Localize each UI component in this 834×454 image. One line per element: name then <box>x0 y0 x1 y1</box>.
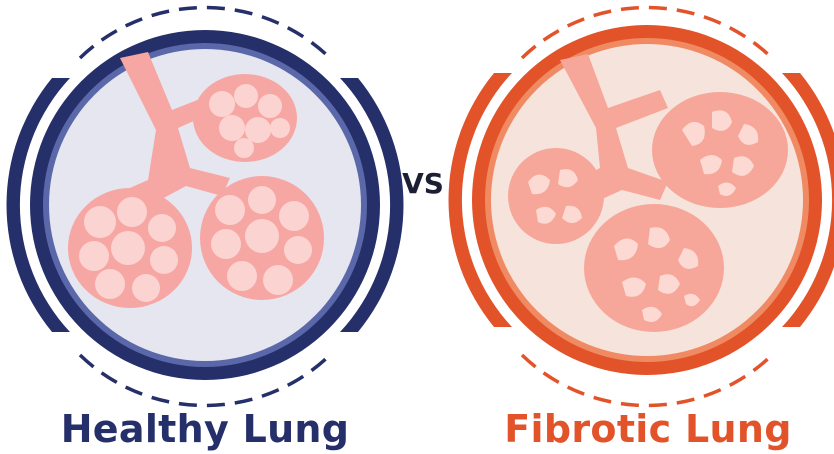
healthy-alveoli-cluster-left <box>68 188 192 308</box>
healthy-alveoli-cluster-right <box>200 176 324 300</box>
fibrotic-lung-title: Fibrotic Lung <box>478 410 818 448</box>
fibrotic-alveoli-cluster-bottom <box>584 204 724 332</box>
fibrotic-alveoli-cluster-left <box>508 148 604 244</box>
healthy-lung-panel <box>7 8 404 406</box>
healthy-lung-title: Healthy Lung <box>40 410 370 448</box>
fibrotic-lung-panel <box>449 8 834 406</box>
vs-separator: VS <box>400 170 446 198</box>
fibrotic-alveoli-cluster-top <box>652 92 788 208</box>
healthy-alveoli-cluster-top <box>193 74 297 162</box>
